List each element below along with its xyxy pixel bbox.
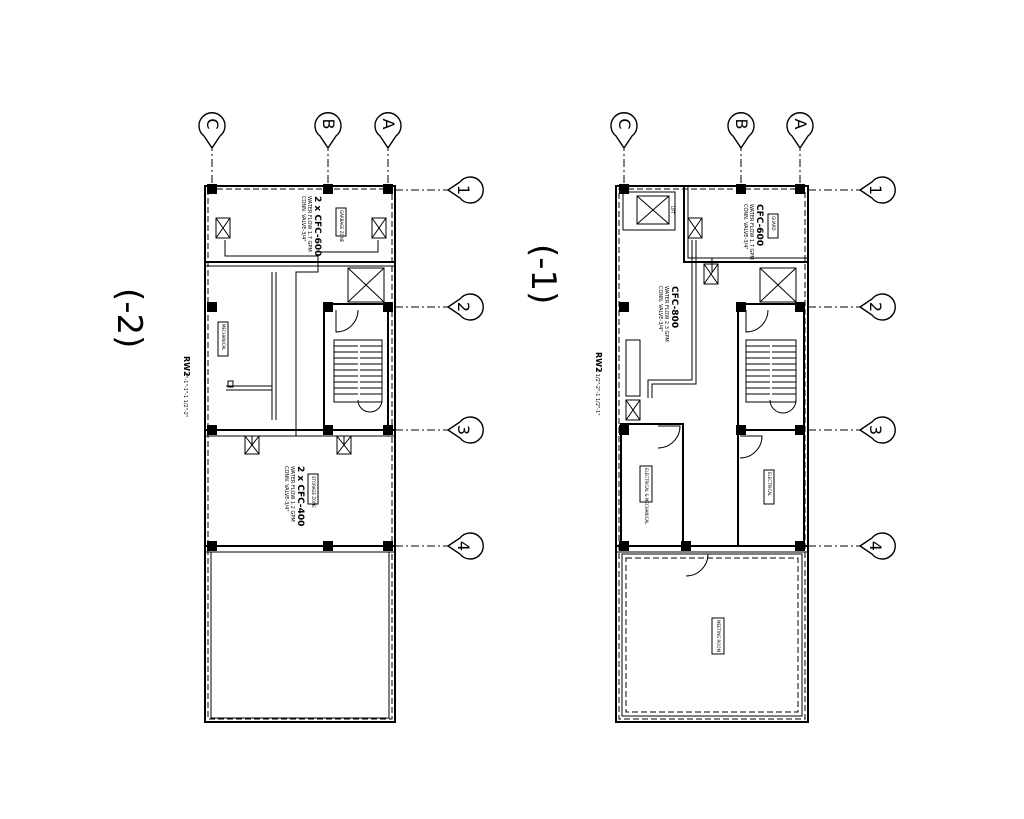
fan-coil-unit [244,435,260,455]
svg-text:CONN. VALVE-3/4": CONN. VALVE-3/4" [657,286,663,332]
svg-text:ELECTRICAL: ELECTRICAL [767,472,772,497]
svg-text:CONN. VALVE-3/4": CONN. VALVE-3/4" [742,204,748,250]
svg-text:CONN. VALVE-3/4": CONN. VALVE-3/4" [283,466,289,512]
plan-minus-2: (-2) C B A 1 2 [109,112,484,723]
stair-treads [334,345,383,413]
svg-text:RW2: RW2 [594,352,603,373]
lower-void [210,551,390,719]
room-tag-mechanical: MECHANICAL [217,321,229,357]
svg-text:MEETING ROOM: MEETING ROOM [716,620,721,653]
structural-columns [619,184,805,551]
svg-text:CFC-800: CFC-800 [669,286,679,328]
lift [622,191,676,231]
svg-text:GUARD: GUARD [771,216,776,231]
grid-bubble-2: 2 [808,293,896,321]
unit-label-bottom: 2 x CFC-400 WATER FLOW 1.2 GPM CONN. VAL… [283,466,305,526]
meeting-room [621,553,803,717]
grid-bubble-c: C [610,112,638,190]
grid-bubble-3: 3 [808,416,896,444]
svg-text:2 x CFC-600: 2 x CFC-600 [312,196,322,256]
room-tag-electrical: ELECTRICAL [763,469,775,505]
svg-text:2"-1"-1"-1 1/2"-2": 2"-1"-1"-1 1/2"-2" [182,373,188,417]
unit-label-top: CFC-600 WATER FLOW 1.7 GPM CONN. VALVE-3… [742,204,764,260]
plan-title-minus-2: (-2) [109,288,149,348]
unit-label-mid: CFC-800 WATER FLOW 2.3 GPM CONN. VALVE-3… [657,286,679,342]
svg-text:WATER FLOW 1.2 GPM: WATER FLOW 1.2 GPM [289,466,295,522]
fan-coil-unit [215,217,231,239]
svg-text:4: 4 [866,541,885,551]
svg-text:LIFT: LIFT [670,206,675,215]
piping-minus-2 [224,240,379,446]
room-tag-garbage-zone: GARBAGE ZONE [335,207,347,243]
grid-bubble-4: 4 [395,532,484,560]
stair-core [737,303,805,431]
svg-text:3: 3 [454,425,473,435]
room-tag-guard: GUARD [767,213,779,239]
grid-bubble-a: A [374,112,402,190]
grid-bubble-1: 1 [395,176,484,204]
svg-text:STORAGE ZONE: STORAGE ZONE [311,476,316,508]
rw2-label: RW2 2 1/2"-2"-1 1/2"-1" [594,352,603,416]
plan-minus-1: (-1) C B A 1 2 [523,112,896,723]
svg-text:ELECTRICAL & MECHANICAL: ELECTRICAL & MECHANICAL [644,468,649,525]
piping-minus-1 [647,240,713,398]
fan-coil-unit [371,217,387,239]
svg-text:GARBAGE ZONE: GARBAGE ZONE [339,210,344,243]
outer-wall [615,185,809,723]
svg-text:2 x CFC-400: 2 x CFC-400 [295,466,305,526]
plan-title-minus-1: (-1) [523,244,563,304]
unit-label-top: 2 x CFC-600 WATER FLOW 1.7 GPM CONN. VAL… [300,196,322,256]
rw2-label: RW2 2"-1"-1"-1 1/2"-2" [182,356,191,417]
svg-text:4: 4 [454,541,473,551]
svg-text:WATER FLOW 2.3 GPM: WATER FLOW 2.3 GPM [663,286,669,342]
svg-text:CFC-600: CFC-600 [754,204,764,246]
stair-core [323,303,389,431]
grid-bubble-1: 1 [808,176,896,204]
room-tag-meeting-room: MEETING ROOM [711,617,725,655]
grid-bubble-3: 3 [395,416,484,444]
svg-text:2 1/2"-2"-1 1/2"-1": 2 1/2"-2"-1 1/2"-1" [594,369,600,416]
grid-bubble-4: 4 [808,532,896,560]
room-electrical-mechanical [620,423,684,547]
grid-bubble-b: B [314,112,342,190]
grid-bubble-a: A [786,112,814,190]
grid-bubble-c: C [198,112,226,190]
svg-text:WATER FLOW 1.7 GPM: WATER FLOW 1.7 GPM [748,204,754,260]
svg-text:A: A [791,119,810,130]
svg-text:2: 2 [454,302,473,312]
outer-wall [204,185,396,723]
fan-coil-unit [625,399,641,421]
svg-text:C: C [615,118,634,129]
svg-text:RW2: RW2 [182,356,191,377]
valve-icon [227,380,234,388]
svg-text:B: B [319,119,338,130]
svg-text:CONN. VALVE-3/4": CONN. VALVE-3/4" [300,196,306,242]
svg-text:3: 3 [866,425,885,435]
svg-text:WATER FLOW 1.7 GPM: WATER FLOW 1.7 GPM [306,196,312,252]
room-tag-storage-zone: STORAGE ZONE [307,473,319,508]
grid-bubble-b: B [727,112,755,190]
fan-coil-unit [687,217,703,239]
stair-treads [746,345,797,414]
svg-text:C: C [203,118,222,129]
fan-coil-unit [703,263,719,285]
room-tag-electrical-mechanical: ELECTRICAL & MECHANICAL [639,465,653,525]
svg-text:1: 1 [866,185,885,195]
shaft [347,267,385,303]
svg-text:B: B [732,119,751,130]
svg-text:1: 1 [454,185,473,195]
svg-text:MECHANICAL: MECHANICAL [221,324,226,351]
fan-coil-unit [336,435,352,455]
shaft [759,267,797,303]
svg-text:2: 2 [866,302,885,312]
grid-bubble-2: 2 [395,293,484,321]
structural-columns [207,184,393,551]
svg-text:A: A [379,119,398,130]
